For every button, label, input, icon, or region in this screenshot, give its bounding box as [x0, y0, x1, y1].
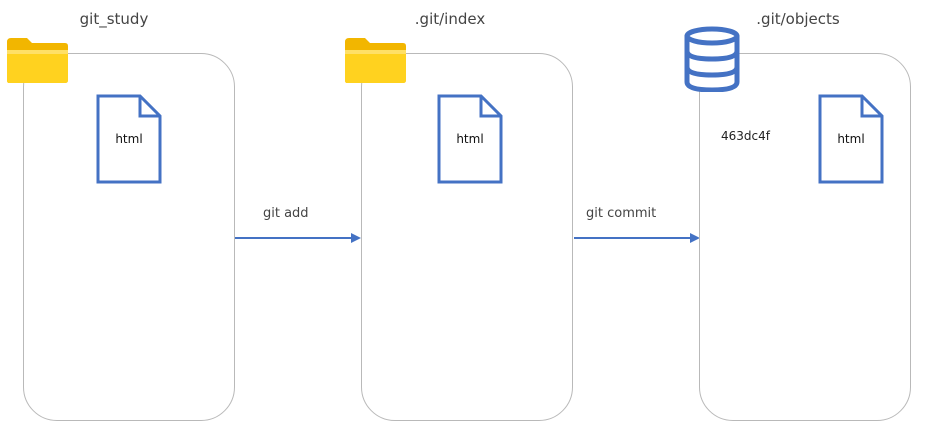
- file-icon: [96, 94, 162, 184]
- stage-title-working-dir: git_study: [79, 10, 149, 28]
- file-label: html: [115, 132, 143, 146]
- file-icon: [818, 94, 884, 184]
- file-label: html: [456, 132, 484, 146]
- arrow-right-icon: [574, 233, 700, 243]
- arrow-right-icon: [235, 233, 361, 243]
- database-icon: [684, 26, 740, 92]
- arrow-label-git-add: git add: [263, 206, 309, 221]
- folder-icon: [345, 38, 406, 83]
- stage-title-objects: .git/objects: [756, 10, 840, 28]
- arrow-label-git-commit: git commit: [586, 206, 657, 221]
- file-label: html: [837, 132, 865, 146]
- commit-hash: 463dc4f: [721, 129, 770, 143]
- stage-title-index: .git/index: [414, 10, 486, 28]
- folder-icon: [7, 38, 68, 83]
- file-icon: [437, 94, 503, 184]
